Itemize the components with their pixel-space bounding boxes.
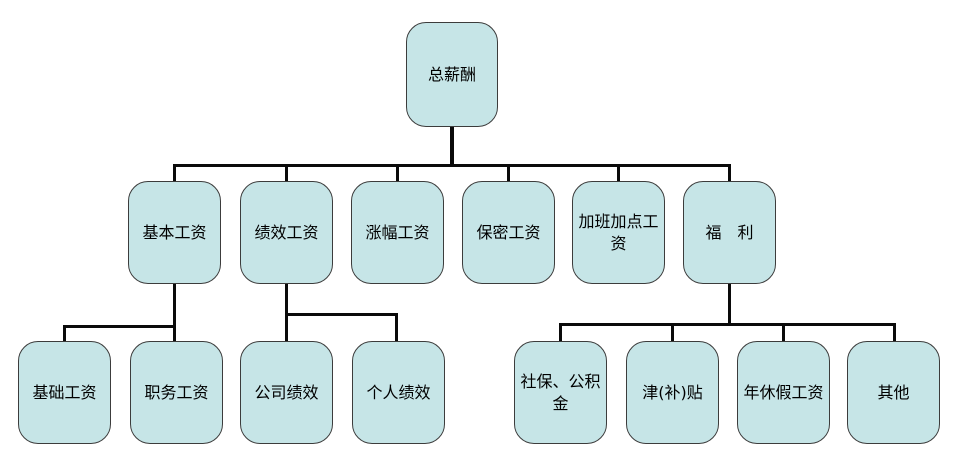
- node-label: 保密工资: [476, 222, 541, 242]
- node-label: 津(补)贴: [642, 382, 703, 402]
- connector-basic-vertical: [173, 283, 176, 342]
- node-label: 加班加点工资: [578, 211, 659, 253]
- connector-drop-allowance: [671, 323, 674, 342]
- node-company-performance: 公司绩效: [240, 341, 333, 444]
- node-confidential-salary: 保密工资: [462, 181, 555, 284]
- node-label: 职务工资: [144, 382, 209, 402]
- connector-drop-performance-salary: [285, 164, 288, 182]
- connector-trunk: [450, 126, 454, 167]
- node-allowance: 津(补)贴: [626, 341, 719, 444]
- connector-drop-overtime-salary: [617, 164, 620, 182]
- connector-drop-raise-salary: [396, 164, 399, 182]
- node-performance-salary: 绩效工资: [240, 181, 333, 284]
- node-label: 社保、公积金: [520, 371, 601, 413]
- connector-drop-base-salary: [63, 325, 66, 342]
- connector-drop-welfare: [728, 164, 731, 182]
- connector-performance-bus: [285, 313, 398, 316]
- node-position-salary: 职务工资: [130, 341, 223, 444]
- node-overtime-salary: 加班加点工资: [572, 181, 665, 284]
- connector-drop-social-insurance: [559, 323, 562, 342]
- node-total-compensation: 总薪酬: [406, 22, 498, 127]
- node-label: 绩效工资: [254, 222, 319, 242]
- connector-drop-other: [893, 323, 896, 342]
- node-label: 涨幅工资: [365, 222, 430, 242]
- node-label: 公司绩效: [254, 382, 319, 402]
- node-raise-salary: 涨幅工资: [351, 181, 444, 284]
- node-label: 基础工资: [32, 382, 97, 402]
- node-individual-performance: 个人绩效: [352, 341, 445, 444]
- connector-drop-annual-leave-salary: [782, 323, 785, 342]
- node-label: 年休假工资: [743, 382, 824, 402]
- connector-drop-basic-salary: [173, 164, 176, 182]
- connector-welfare-bus: [559, 323, 896, 326]
- node-welfare: 福 利: [683, 181, 776, 284]
- node-label: 其他: [877, 382, 910, 402]
- node-label: 个人绩效: [366, 382, 431, 402]
- node-label: 总薪酬: [427, 64, 476, 84]
- node-base-salary: 基础工资: [18, 341, 111, 444]
- connector-performance-vertical: [285, 283, 288, 342]
- node-other: 其他: [847, 341, 940, 444]
- connector-level2-bus: [173, 164, 731, 167]
- node-annual-leave-salary: 年休假工资: [737, 341, 830, 444]
- connector-basic-bus: [63, 325, 176, 328]
- node-social-insurance-housing-fund: 社保、公积金: [514, 341, 607, 444]
- node-label: 福 利: [705, 222, 754, 242]
- node-basic-salary: 基本工资: [128, 181, 221, 284]
- connector-drop-confidential-salary: [507, 164, 510, 182]
- connector-welfare-vertical: [728, 283, 731, 326]
- node-label: 基本工资: [142, 222, 207, 242]
- connector-drop-individual-performance: [395, 313, 398, 342]
